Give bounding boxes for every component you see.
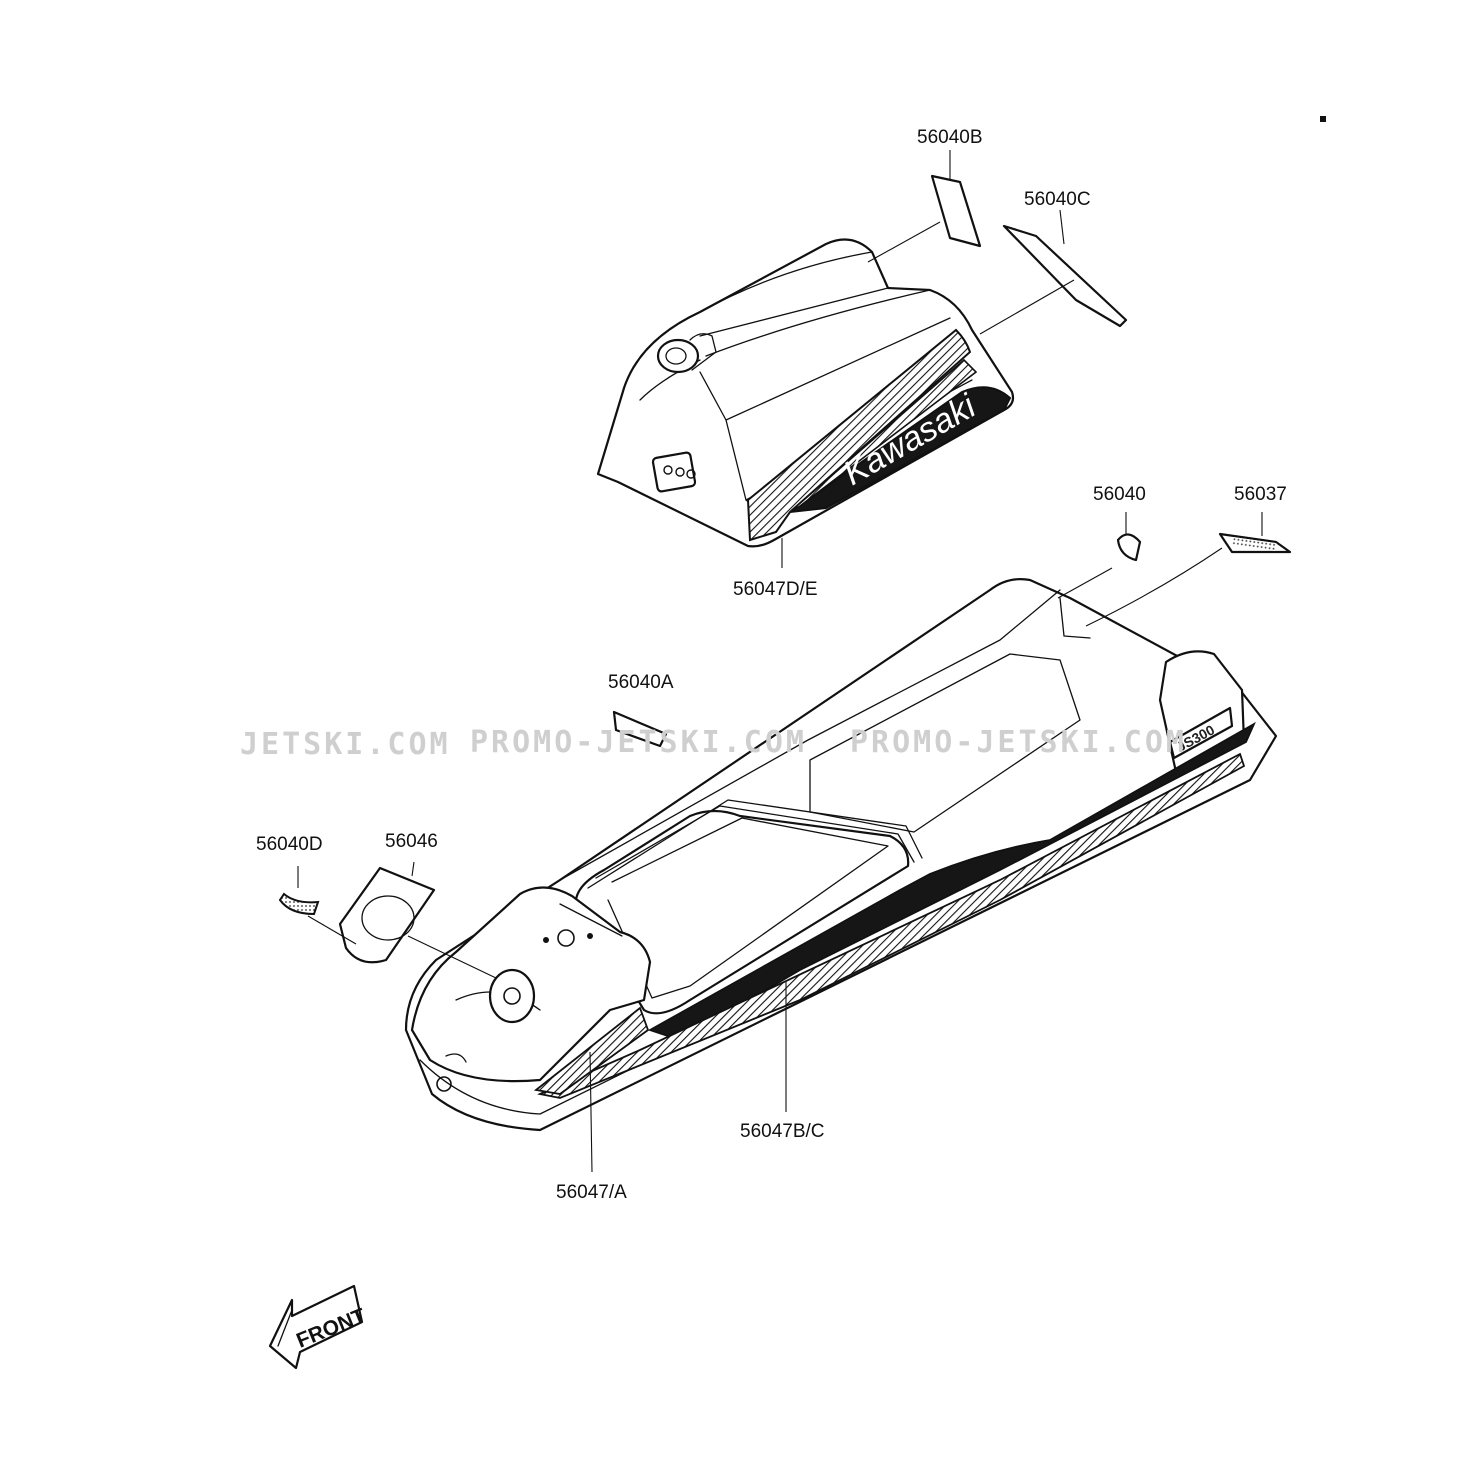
front-arrow-text: FRONT (293, 1304, 369, 1352)
decal-56040 (1116, 533, 1142, 562)
hull-stripe-decal (537, 752, 1246, 1099)
decal-56046 (338, 866, 436, 964)
label-56037: 56037 (1234, 484, 1287, 505)
decal-56040D (278, 892, 320, 916)
hull-footwell (574, 809, 910, 1015)
label-56040A: 56040A (608, 672, 674, 693)
hull-assembly: JS300 (404, 578, 1278, 1132)
hood-stripe-decal-2 (789, 358, 978, 513)
hood-access-plate (651, 451, 697, 493)
scan-speck (1320, 116, 1326, 122)
hull-model-badge (1168, 706, 1234, 760)
front-arrow: FRONT (268, 1284, 369, 1370)
hull-side-stripe (647, 721, 1256, 1041)
label-56046: 56046 (385, 831, 438, 852)
label-56047BC: 56047B/C (740, 1121, 825, 1142)
label-56047A: 56047/A (556, 1182, 627, 1203)
watermark-2: PROMO-JETSKI.COM (470, 725, 807, 760)
hull-steering-pad (488, 968, 536, 1024)
decal-56040C (1002, 224, 1128, 328)
hood-assembly: Kawasaki (596, 238, 1015, 548)
hood-body (596, 238, 1015, 548)
hull-front-decal (533, 1006, 650, 1095)
hood-vent-cap (656, 338, 700, 374)
hood-stripe-decal (746, 328, 972, 542)
decal-56040B (930, 174, 982, 248)
decal-56040A (612, 710, 668, 748)
label-56040C: 56040C (1024, 189, 1091, 210)
watermark-1: JETSKI.COM (240, 727, 451, 762)
label-56040B: 56040B (917, 127, 983, 148)
label-56040D: 56040D (256, 834, 323, 855)
label-56040: 56040 (1093, 484, 1146, 505)
watermark-3: PROMO-JETSKI.COM (850, 725, 1187, 760)
hood-brand-panel (789, 386, 1012, 513)
label-56047DE: 56047D/E (733, 579, 818, 600)
